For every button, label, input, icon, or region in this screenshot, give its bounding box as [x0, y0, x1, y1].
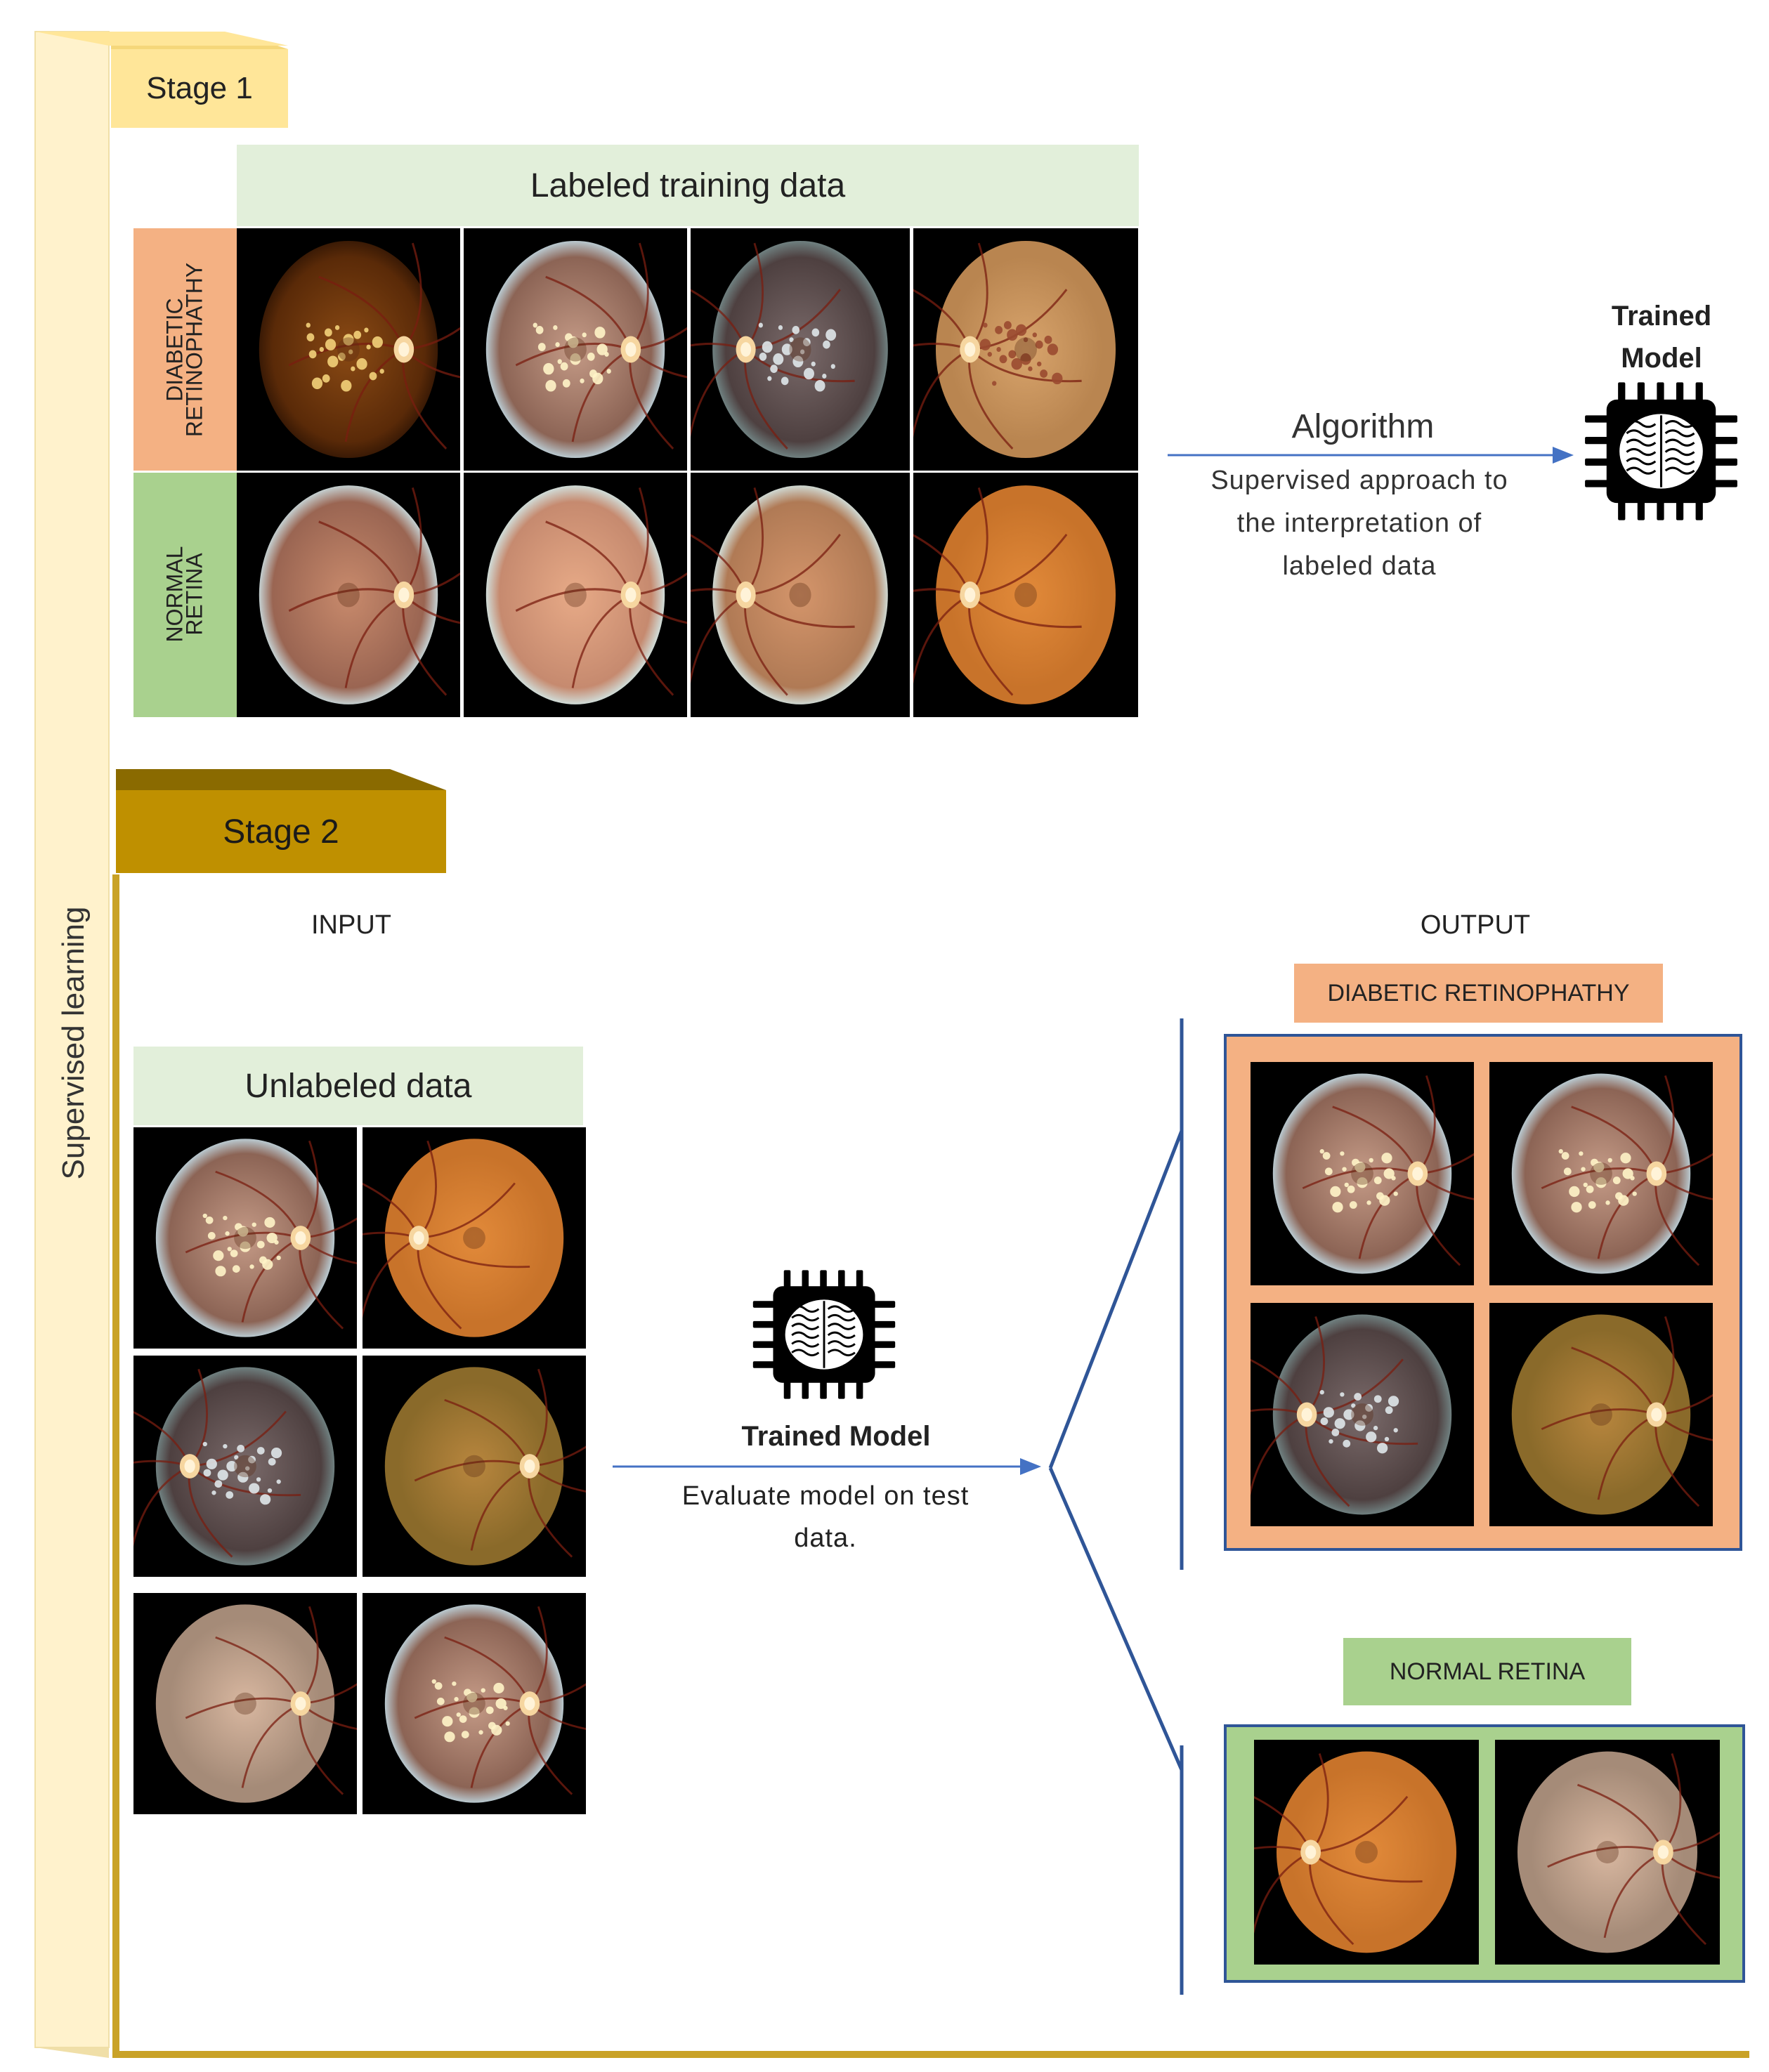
fundus-image: [691, 473, 910, 717]
fundus-image: [363, 1127, 586, 1349]
trained-model-label-2: Trained Model: [741, 1420, 931, 1452]
fundus-image: [913, 473, 1138, 717]
stage1-tab: Stage 1: [111, 49, 288, 128]
fundus-image: [464, 228, 687, 471]
stage1-title: Stage 1: [146, 71, 253, 105]
fundus-image: [237, 228, 460, 471]
row-label-dr: DIABETIC RETINOPHATHY: [133, 228, 237, 471]
row-label-normal: NORMAL RETINA: [133, 473, 237, 717]
algorithm-arrow: [1168, 447, 1574, 464]
fundus-image: [1495, 1740, 1720, 1965]
output-class-normal-text: NORMAL RETINA: [1389, 1658, 1586, 1685]
fundus-image: [133, 1127, 357, 1349]
fundus-image: [691, 228, 910, 471]
fundus-image: [464, 473, 687, 717]
algorithm-desc: Supervised approach to the interpretatio…: [1210, 465, 1508, 581]
fundus-image: [1489, 1303, 1713, 1526]
fundus-image: [1489, 1062, 1713, 1285]
labeled-data-header: Labeled training data: [237, 145, 1139, 226]
evaluate-desc: Evaluate model on test data.: [681, 1481, 970, 1553]
unlabeled-data-header: Unlabeled data: [133, 1047, 583, 1125]
fundus-image: [1254, 1740, 1479, 1965]
output-class-normal: NORMAL RETINA: [1343, 1638, 1631, 1705]
chip-brain-icon: [1582, 379, 1740, 523]
stage2-title: Stage 2: [223, 813, 339, 851]
evaluate-arrow: [613, 1458, 1041, 1475]
chip-brain-icon: [750, 1264, 898, 1405]
fundus-image: [133, 1356, 357, 1577]
fundus-image: [133, 1593, 357, 1814]
fundus-image: [363, 1593, 586, 1814]
fundus-image: [913, 228, 1138, 471]
fundus-image: [363, 1356, 586, 1577]
fundus-image: [1251, 1062, 1474, 1285]
output-class-dr: DIABETIC RETINOPHATHY: [1294, 964, 1663, 1023]
trained-model-label-1: Trained Model: [1611, 301, 1712, 374]
fundus-image: [237, 473, 460, 717]
stage2-tab: Stage 2: [116, 790, 446, 873]
output-label: OUTPUT: [1420, 910, 1531, 940]
output-class-dr-text: DIABETIC RETINOPHATHY: [1327, 979, 1630, 1007]
algorithm-title: Algorithm: [1291, 407, 1435, 445]
unlabeled-data-title: Unlabeled data: [244, 1067, 472, 1105]
input-label: INPUT: [311, 910, 391, 940]
labeled-data-title: Labeled training data: [530, 166, 846, 204]
fundus-image: [1251, 1303, 1474, 1526]
